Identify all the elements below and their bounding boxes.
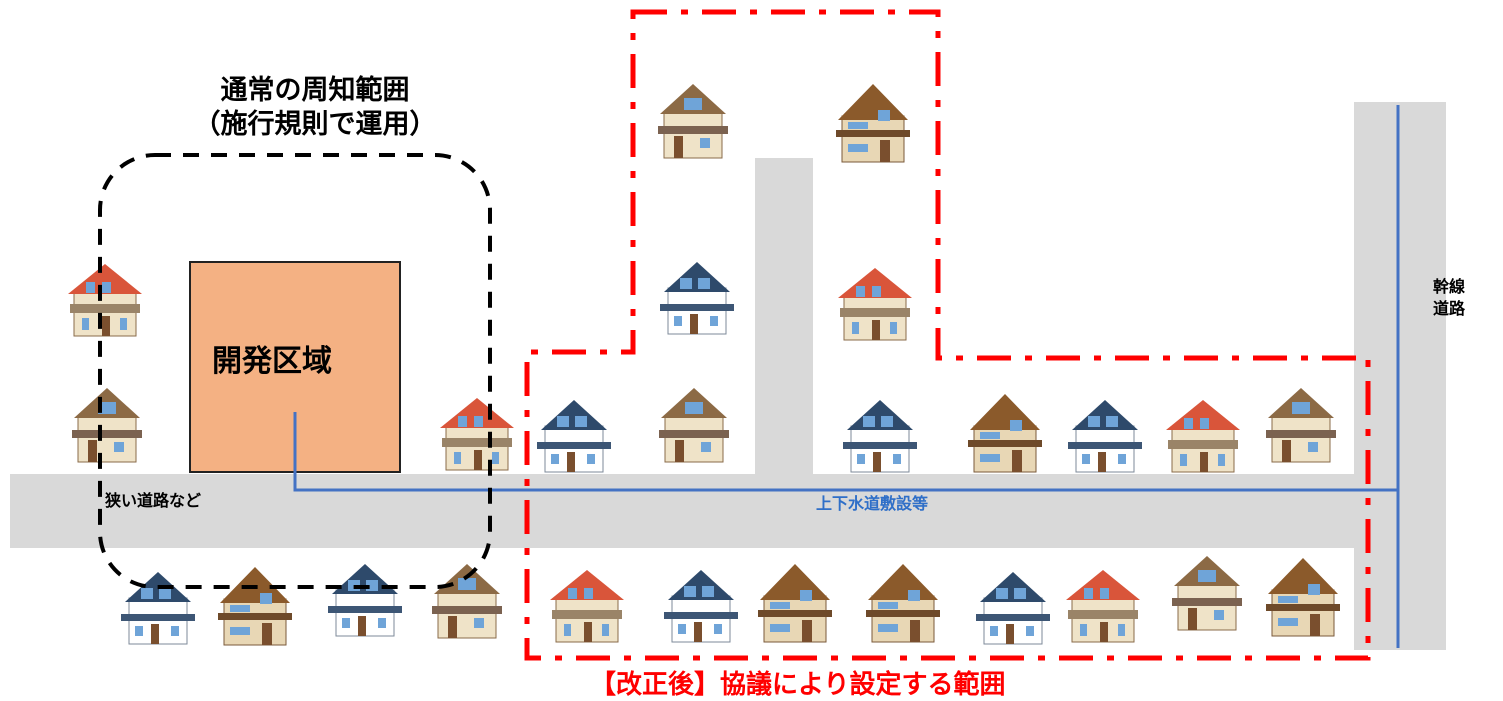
house-icon bbox=[659, 261, 735, 335]
house-icon bbox=[842, 399, 918, 473]
house-icon bbox=[549, 569, 625, 643]
house-icon bbox=[1171, 555, 1243, 631]
normal-range-line2: （施行規則で運用） bbox=[193, 109, 437, 140]
house-icon bbox=[1265, 557, 1341, 637]
water-pipe-label: 上下水道敷設等 bbox=[816, 494, 929, 513]
house-icon bbox=[71, 387, 143, 463]
house-icon bbox=[658, 387, 730, 463]
branch-road bbox=[755, 158, 813, 476]
house-icon bbox=[865, 563, 941, 643]
trunk-road-line1: 幹線 bbox=[1432, 277, 1465, 296]
normal-notification-range-border bbox=[98, 153, 492, 589]
house-icon bbox=[835, 83, 911, 163]
horizontal-road bbox=[10, 474, 1400, 548]
house-icon bbox=[536, 399, 612, 473]
house-icon bbox=[1265, 387, 1337, 463]
trunk-road bbox=[1354, 102, 1446, 650]
normal-range-title: 通常の周知範囲 （施行規則で運用） bbox=[160, 74, 470, 142]
revised-range-border bbox=[524, 9, 1371, 661]
house-icon bbox=[217, 566, 293, 646]
house-icon bbox=[837, 267, 913, 341]
house-icon bbox=[967, 393, 1043, 473]
house-icon bbox=[1065, 569, 1141, 643]
narrow-road-label: 狭い道路など bbox=[105, 491, 202, 510]
revised-range-label: 【改正後】協議により設定する範囲 bbox=[590, 670, 1006, 700]
water-pipe-line bbox=[293, 412, 1398, 492]
house-icon bbox=[67, 263, 143, 337]
trunk-road-line2: 道路 bbox=[1432, 299, 1465, 318]
normal-range-line1: 通常の周知範囲 bbox=[220, 75, 410, 106]
house-icon bbox=[327, 563, 403, 637]
trunk-road-label: 幹線 道路 bbox=[1418, 276, 1480, 320]
house-icon bbox=[757, 563, 833, 643]
house-icon bbox=[1165, 399, 1241, 473]
house-icon bbox=[975, 571, 1051, 645]
house-icon bbox=[657, 83, 729, 159]
house-icon bbox=[439, 397, 515, 471]
house-icon bbox=[663, 569, 739, 643]
house-icon bbox=[1067, 399, 1143, 473]
development-area-label: 開発区域 bbox=[212, 344, 332, 379]
